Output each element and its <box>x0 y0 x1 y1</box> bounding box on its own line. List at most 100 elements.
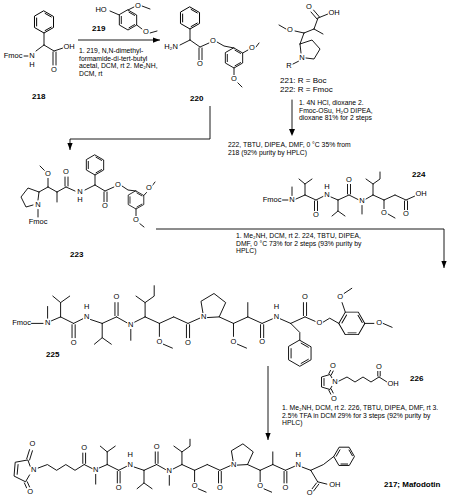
atom-label: OH <box>63 43 75 51</box>
atom-label: O <box>185 339 192 347</box>
atom-label: O <box>29 440 36 448</box>
atom-label: O <box>282 484 289 492</box>
atom-label: O <box>230 338 237 346</box>
bond-lines <box>180 29 259 87</box>
atom-label: H <box>77 196 83 204</box>
atom-label: N <box>332 378 338 386</box>
atom-label: O <box>313 211 320 219</box>
benzene-ring <box>86 155 103 175</box>
atom-label: O <box>346 176 353 184</box>
atom-label: N <box>30 466 36 474</box>
atom-label: H₂N <box>164 43 179 51</box>
atom-label: N <box>35 201 41 209</box>
atom-label: N <box>273 313 279 321</box>
atom-label: O <box>27 488 34 496</box>
compound-number: 221: R = Boc <box>280 76 326 85</box>
compound-number: 222: R = Fmoc <box>280 85 333 94</box>
benzene-ring <box>336 307 368 341</box>
reaction-arrow <box>156 229 444 268</box>
atom-label: Fmoc <box>262 196 282 204</box>
atom-label: O <box>45 170 52 178</box>
atom-label: O <box>70 339 77 347</box>
compound-number: 225 <box>46 350 59 359</box>
atom-label: O <box>306 489 313 497</box>
atom-label: H <box>273 303 279 311</box>
atom-label: O <box>376 363 383 371</box>
atom-label: H <box>127 451 133 459</box>
atom-label: N <box>29 52 35 60</box>
bond-lines <box>110 6 157 33</box>
benzene-ring <box>34 11 53 33</box>
atom-label: N <box>289 196 295 204</box>
atom-label: O <box>113 293 120 301</box>
atom-label: OH <box>328 9 340 17</box>
atom-label: O <box>259 338 266 346</box>
arrow-head <box>289 129 295 136</box>
bond-lines <box>14 439 334 492</box>
compound-number: 220 <box>190 94 203 103</box>
atom-label: OH <box>415 190 427 198</box>
reaction-conditions: 1. Me₂NH, DCM, rt 2. 224, TBTU, DIPEA, D… <box>236 232 376 255</box>
compound-number: 223 <box>70 250 83 259</box>
atom-label: O <box>115 484 122 492</box>
benzene-ring <box>119 10 136 30</box>
atom-label: O <box>115 181 122 189</box>
atom-label: O <box>133 216 140 224</box>
reaction-conditions: 222, TBTU, DIPEA, DMF, 0 °C 35% from 218… <box>228 141 358 156</box>
reaction-conditions: 1. 219, N,N-dimethyl-formamide-di-tert-b… <box>79 47 159 77</box>
bond-lines <box>31 286 392 348</box>
atom-label: OH <box>329 481 341 489</box>
atom-label: N <box>200 313 206 321</box>
atom-label: O <box>153 443 160 451</box>
atom-label: O <box>287 26 294 34</box>
atom-label: O <box>257 482 264 490</box>
atom-label: O <box>135 2 142 10</box>
atom-label: O <box>102 202 109 210</box>
atom-label: O <box>143 28 150 36</box>
atom-label: H <box>83 303 89 311</box>
atom-label: O <box>156 338 163 346</box>
bond-lines <box>322 370 388 394</box>
atom-label: N <box>166 467 172 475</box>
atom-label: O <box>81 444 88 452</box>
atom-label: N <box>128 321 134 329</box>
atom-label: O <box>63 168 70 176</box>
atom-label: R <box>286 62 292 70</box>
atom-label: N <box>299 54 305 62</box>
benzene-ring <box>331 443 357 470</box>
atom-label: O <box>197 60 204 68</box>
atom-label: HO <box>95 6 107 14</box>
atom-label: N <box>44 319 50 327</box>
reaction-conditions: 1. Me₂NH, DCM, rt 2. 226, TBTU, DIPEA, D… <box>282 404 442 427</box>
reaction-arrow <box>70 106 210 150</box>
compound: 223 <box>12 150 156 264</box>
atom-label: O <box>146 184 153 192</box>
atom-label: O <box>330 362 337 370</box>
benzene-ring <box>289 340 312 366</box>
atom-label: H <box>29 61 35 69</box>
atom-label: O <box>403 210 410 218</box>
benzene-ring <box>180 7 199 29</box>
atom-label: Fmoc <box>3 52 23 60</box>
atom-label: N <box>77 188 83 196</box>
atom-label: O <box>210 37 217 45</box>
atom-label: Fmoc <box>28 218 48 226</box>
reaction-conditions: 1. 4N HCl, dioxane 2. Fmoc-OSu, H₂O DIPE… <box>299 99 381 122</box>
atom-label: N <box>230 461 236 469</box>
atom-label: Fmoc <box>12 319 32 327</box>
compound: 221: R = Boc222: R = Fmoc <box>266 4 354 100</box>
bond-lines <box>281 172 415 218</box>
atom-label: O <box>331 395 338 403</box>
compound-number: 218 <box>32 92 45 101</box>
bond-lines <box>21 166 155 227</box>
reaction-arrow <box>78 40 160 41</box>
reaction-arrow <box>268 366 269 440</box>
atom-label: O <box>216 484 223 492</box>
compound: 225 <box>6 268 454 366</box>
atom-label: O <box>249 44 256 52</box>
atom-label: N <box>295 461 301 469</box>
atom-label: OH <box>387 380 399 388</box>
atom-label: N <box>83 313 89 321</box>
atom-label: O <box>51 66 58 74</box>
